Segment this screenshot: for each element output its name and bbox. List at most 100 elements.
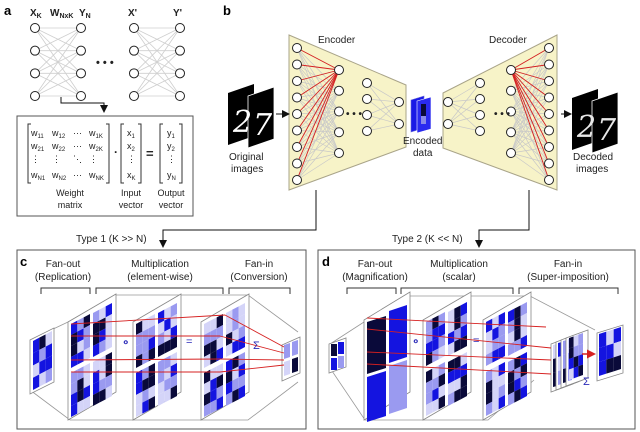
node (292, 59, 302, 70)
input-vector-cell: xK (127, 170, 136, 182)
operator-equals: = (186, 336, 192, 348)
replicated-tile (77, 388, 84, 403)
node (129, 91, 139, 101)
panel-c-label: c (20, 254, 27, 269)
encoded-label-2: data (413, 148, 433, 159)
product-tile (520, 324, 527, 339)
matrix-cell: w2K (88, 141, 103, 153)
stage-subtitle: (Replication) (35, 272, 91, 283)
result-tile (606, 343, 614, 360)
replicated-tile (93, 369, 100, 384)
highlight-edge (296, 69, 340, 98)
edge (366, 82, 400, 103)
panel-b-label: b (223, 3, 231, 18)
weight-tile (432, 365, 439, 380)
edge (34, 27, 82, 97)
layer2-output-label: Y' (173, 8, 182, 19)
product-tile (520, 363, 527, 378)
weight-tile (136, 369, 143, 384)
product-tile (508, 369, 515, 384)
edge (510, 90, 550, 98)
product-tile (216, 314, 223, 329)
input-tile (39, 334, 46, 350)
edge (296, 90, 340, 181)
weight-tile (148, 374, 155, 389)
routing-line (366, 328, 552, 349)
node (544, 92, 554, 103)
replicated-tile (93, 342, 100, 357)
weight-matrix-bracket-left (27, 123, 31, 184)
node (506, 106, 516, 117)
input-tile (33, 337, 40, 354)
original-image-1 (228, 84, 254, 145)
highlight-edge (296, 69, 340, 148)
stacked-tile (578, 343, 583, 356)
digit-7: 7 (253, 108, 273, 143)
weight-tile (142, 339, 149, 354)
node (475, 94, 485, 104)
product-tile (232, 317, 239, 332)
edge (366, 101, 400, 132)
edge (447, 98, 481, 125)
edge (34, 72, 82, 97)
weight-tile (158, 380, 165, 395)
decoder-label: Decoder (489, 35, 527, 46)
edge (296, 90, 340, 98)
encoded-label-1: Encoded (403, 136, 442, 147)
product-tile (486, 379, 493, 394)
product-tile (210, 366, 217, 381)
product-tile (232, 339, 239, 354)
bracket-fanin (228, 287, 291, 294)
weight-tile (454, 355, 461, 370)
weight-tile (158, 358, 165, 373)
encoder-label: Encoder (318, 35, 356, 46)
product-tile (508, 319, 515, 334)
node (443, 119, 453, 129)
weight-tile (142, 328, 149, 343)
subscript: NK (96, 176, 104, 182)
product-tile (238, 363, 245, 378)
edge (296, 97, 340, 112)
ellipsis: • • • (96, 57, 114, 69)
node (76, 91, 86, 101)
subscript: 2 (132, 147, 136, 153)
weight-label: WNxK (50, 8, 73, 20)
node (129, 68, 139, 79)
input-tile (39, 346, 46, 363)
routing-line (219, 335, 285, 354)
replicated-tile (83, 363, 90, 378)
decoded-digit-2: 2 (576, 110, 596, 145)
replicated-tile (83, 374, 90, 389)
product-tile (210, 388, 217, 403)
node (334, 65, 344, 75)
encoder-ellipsis: • • • (346, 109, 363, 120)
weight-tile (438, 373, 445, 388)
highlight-edge (510, 69, 550, 82)
product-tile (520, 302, 527, 317)
product-tile (508, 330, 515, 345)
result-tile (599, 359, 607, 376)
highlight-edge (510, 47, 550, 71)
input-tile (45, 355, 52, 372)
product-tile (498, 362, 505, 377)
stage-title: Fan-in (554, 259, 582, 270)
node (175, 45, 185, 56)
edge (366, 123, 400, 132)
product-tile (520, 313, 527, 328)
product-tile (216, 385, 223, 400)
product-tile (204, 380, 211, 395)
weight-tile (136, 331, 143, 346)
panel-a-label: a (4, 3, 12, 18)
replicated-tile (83, 314, 90, 329)
product-tile (210, 377, 217, 392)
node (506, 148, 516, 158)
product-tile (232, 377, 239, 392)
edge (510, 90, 550, 131)
replicated-tile (99, 306, 106, 321)
edge (366, 98, 400, 125)
edge (366, 114, 400, 125)
weight-tile (170, 374, 177, 389)
stage-subtitle: (element-wise) (127, 272, 193, 283)
routing-line (219, 364, 285, 373)
product-tile (514, 338, 521, 353)
